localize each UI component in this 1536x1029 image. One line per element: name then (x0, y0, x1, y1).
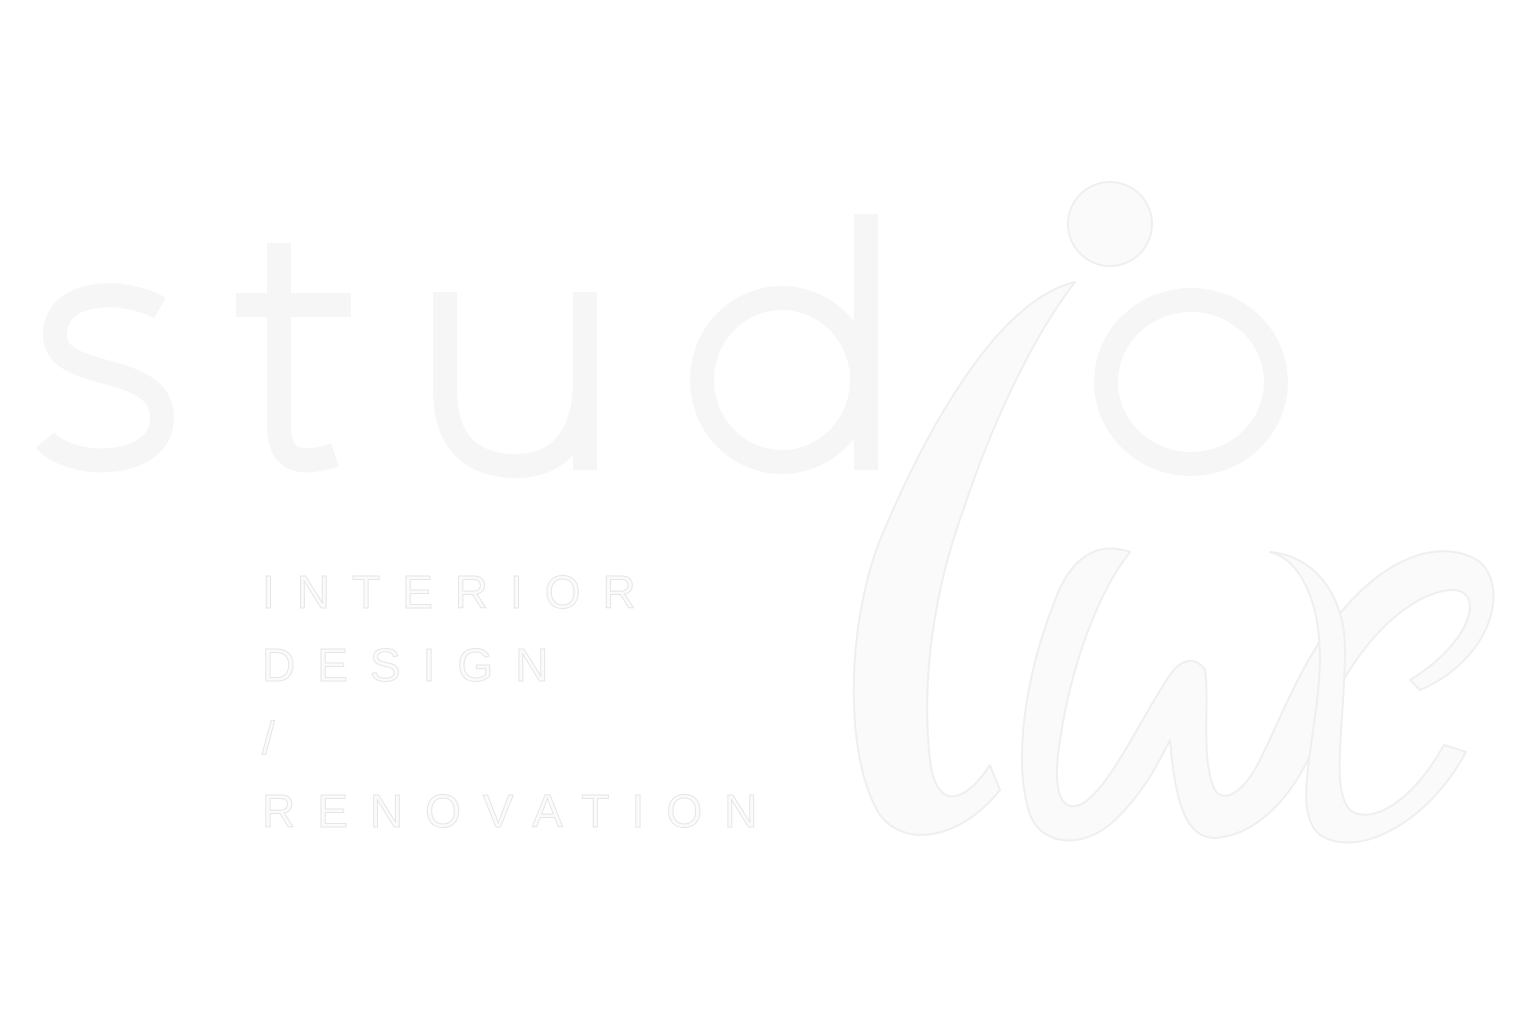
letter-d-bowl (690, 286, 874, 474)
script-i-dot (1067, 181, 1153, 267)
letter-o (1094, 288, 1288, 476)
tagline-line-slash: / (261, 712, 297, 765)
tagline: INTERIOR DESIGN / RENOVATION (261, 556, 780, 848)
script-letter-i (852, 281, 1076, 836)
script-letter-w (1021, 547, 1495, 842)
letter-s (35, 283, 174, 473)
script-w-tail (1269, 551, 1467, 844)
tagline-line-design: DESIGN (261, 639, 571, 692)
letter-t-stem (267, 243, 339, 473)
letter-u (433, 292, 597, 478)
tagline-line-interior: INTERIOR (261, 566, 658, 619)
tagline-line-renovation: RENOVATION (261, 785, 780, 838)
